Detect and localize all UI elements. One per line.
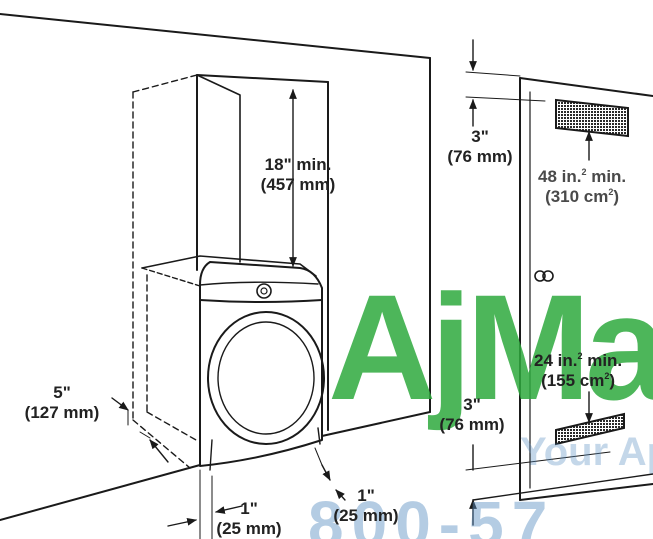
upper-vent-gap-dimension: [465, 39, 546, 127]
door-knob-icon: [534, 270, 554, 282]
floor-line-right: [321, 411, 431, 437]
lower-vent-area-label: 24 in.2 min. (155 cm2): [534, 351, 623, 390]
closet-door-panel: [472, 77, 653, 501]
upper-vent-gap-label: 3" (76 mm): [447, 127, 513, 166]
dryer-illustration: [199, 261, 325, 471]
rear-gap-dimension: [111, 397, 169, 463]
lower-vent-gap-dimension: [465, 444, 611, 526]
rear-gap-label: 5" (127 mm): [24, 383, 100, 422]
back-wall-edge: [0, 13, 431, 59]
upper-vent-grille: [555, 98, 629, 138]
alcove-top-edge: [196, 74, 329, 83]
side-gap-right-label: 1" (25 mm): [333, 486, 399, 525]
lower-vent-grille: [555, 412, 625, 446]
top-clearance-label: 18" min. (457 mm): [260, 155, 336, 194]
lower-vent-gap-label: 3" (76 mm): [439, 395, 505, 434]
floor-line-left: [0, 464, 201, 521]
closet-dashed-outline: [132, 74, 198, 469]
side-gap-dimensions: [167, 447, 346, 539]
side-gap-left-label: 1" (25 mm): [216, 499, 282, 538]
upper-vent-area-label: 48 in.2 min. (310 cm2): [538, 167, 627, 206]
